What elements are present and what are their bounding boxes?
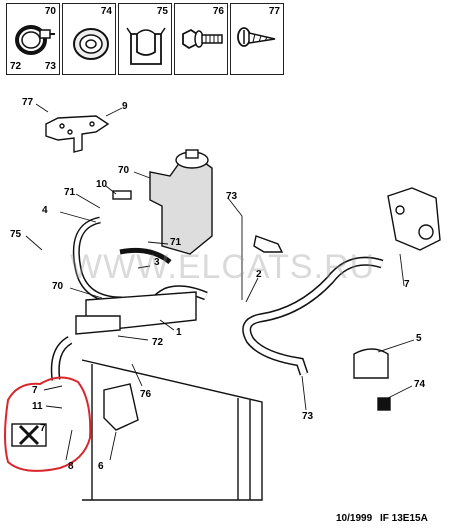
callout-7: 7 [404,279,410,290]
legend-number: 72 [10,61,22,72]
legend-cell-screw: 77 [230,3,284,75]
watermark-text: WWW.ELCATS.RU [70,248,376,286]
plastic-clip-icon [126,27,166,65]
nozzle-10-part [112,190,132,200]
callout-72: 72 [152,337,164,348]
callout-73: 73 [302,411,314,422]
callout-73: 73 [226,191,238,202]
callout-70: 70 [52,281,64,292]
clamp-5-part [353,348,389,379]
radiator-part [81,359,263,501]
legend-number: 76 [212,6,224,17]
legend-cell-grommet: 74 [62,3,116,75]
bracket-6-part [103,383,139,431]
hose-clamp-icon [15,25,55,55]
sensor-73-part [253,235,284,253]
callout-75: 75 [10,229,22,240]
callout-2: 2 [256,269,262,280]
callout-1: 1 [176,327,182,338]
legend-number: 73 [44,61,56,72]
hose-3-part [119,247,172,265]
screw-icon [237,27,276,47]
legend-cell-bolt: 76 [174,3,228,75]
callout-77: 77 [22,97,34,108]
callout-11: 11 [32,401,43,412]
callout-74: 74 [414,379,426,390]
thermostat-housing-part [387,187,441,251]
legend-number: 74 [100,6,112,17]
grommet-washer-icon [73,28,109,60]
callout-70: 70 [118,165,130,176]
callout-10: 10 [96,179,108,190]
expansion-tank-part [149,157,213,255]
callout-9: 9 [122,101,128,112]
callout-6: 6 [98,461,104,472]
bracket-9-part [45,115,110,153]
callout-8: 8 [68,461,74,472]
callout-4: 4 [42,205,48,216]
callout-71: 71 [170,237,182,248]
pipe-section-inset [11,423,47,447]
legend-number: 77 [268,6,280,17]
legend-number: 75 [156,6,168,17]
callout-7: 7 [40,423,46,434]
fastener-legend: 70 72 73 74 75 [6,3,288,75]
bolt-icon [182,28,223,50]
callout-7: 7 [32,385,38,396]
legend-cell-hose-clamp: 70 72 73 [6,3,60,75]
callout-76: 76 [140,389,152,400]
callout-5: 5 [416,333,422,344]
callout-3: 3 [154,257,160,268]
plug-74-part [377,397,391,411]
callout-71: 71 [64,187,76,198]
diagram-date: 10/1999 [336,513,373,524]
legend-number: 70 [44,6,56,17]
highlight-outline [4,376,92,472]
diagram-reference: IF 13E15A [380,513,428,524]
legend-cell-clip: 75 [118,3,172,75]
